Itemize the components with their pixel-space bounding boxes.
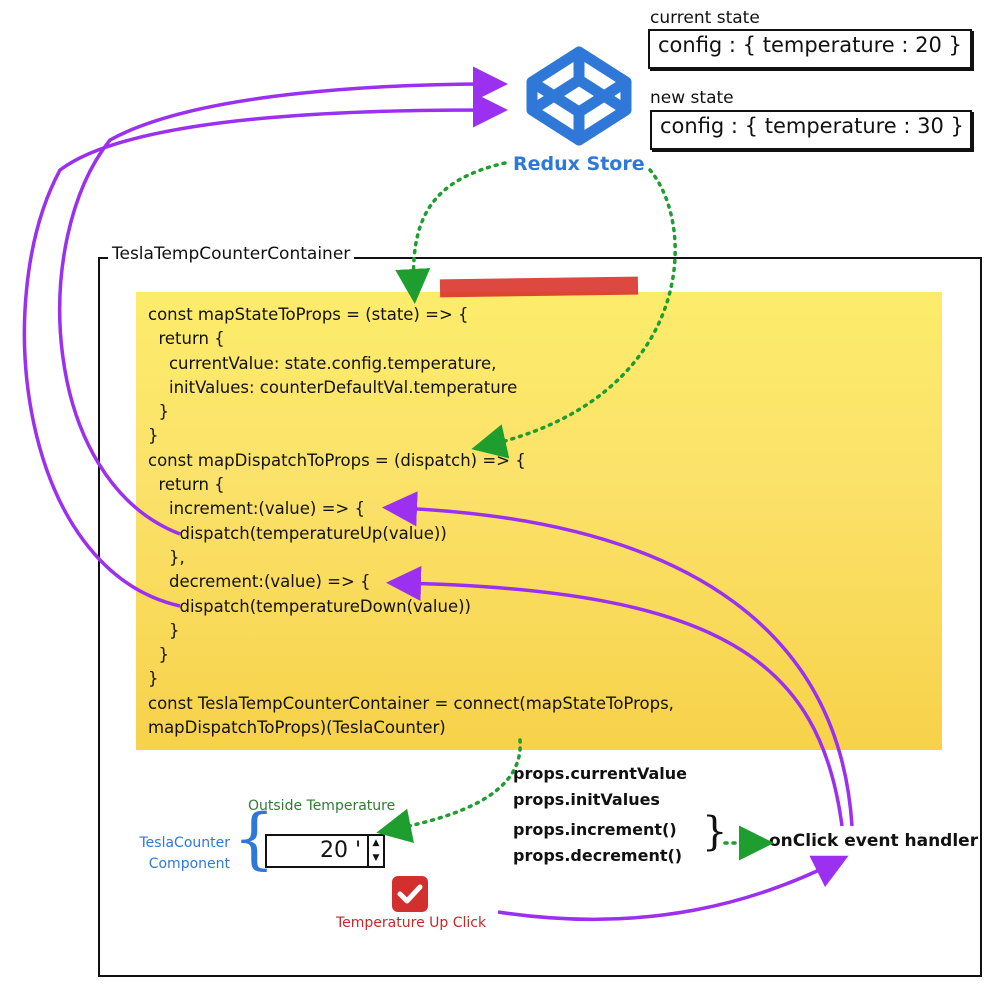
code-line: return { [148,475,225,495]
component-name-line1: TeslaCounter [139,835,231,851]
props-init-values: props.initValues [513,790,660,809]
code-line: } [148,645,169,665]
props-dispatch-list: props.increment() props.decrement() [513,817,682,869]
props-state-list: props.currentValue props.initValues [513,761,687,813]
handler-to-increment-arrow [382,491,854,827]
code-line: currentValue: state.config.temperature, [148,353,497,373]
current-state-box: config : { temperature : 20 } [648,29,972,69]
spinner-up-icon[interactable]: ▲ [372,838,380,848]
code-line: const mapStateToProps = (state) => { [148,305,469,324]
component-name-line2: Component [148,856,230,872]
code-line: const TeslaTempCounterContainer = connec… [148,693,674,713]
code-block: const mapStateToProps = (state) => { ret… [148,303,674,740]
props-current-value: props.currentValue [513,764,687,783]
props-increment: props.increment() [513,820,677,839]
store-to-dispatch-arrow [471,168,677,459]
container-frame [98,257,982,977]
code-line: const mapDispatchToProps = (dispatch) =>… [148,450,526,470]
container-title: TeslaTempCounterContainer [108,244,355,264]
code-line: } [148,402,169,422]
store-to-state-arrow [395,161,507,304]
props-brace: } [702,809,728,855]
onclick-handler-label: onClick event handler [769,831,979,851]
new-state-box: config : { temperature : 30 } [650,110,972,150]
code-line: } [148,669,159,689]
code-line: } [148,426,159,446]
code-line: dispatch(temperatureUp(value)) [148,523,447,543]
handler-to-decrement-arrow [386,565,844,827]
checkmark-icon [397,884,423,904]
decrement-dispatch-to-store-arrow [22,92,508,608]
props-decrement: props.decrement() [513,846,683,865]
current-state-label: current state [650,8,760,28]
code-line: initValues: counterDefaultVal.temperatur… [148,377,518,397]
outside-temperature-label: Outside Temperature [248,798,396,814]
click-to-handler-arrow [497,855,849,922]
new-state-label: new state [650,88,734,108]
code-line: } [148,620,180,640]
code-sticky-note [136,292,942,750]
code-line: increment:(value) => { [148,499,365,519]
spinner-up-down-icon[interactable]: ▲ ▼ [367,836,383,866]
increment-dispatch-to-store-arrow [58,66,508,536]
codepen-cube-icon [526,46,632,146]
temperature-up-click-label: Temperature Up Click [336,915,487,931]
code-line: mapDispatchToProps)(TeslaCounter) [148,718,446,738]
code-line: return { [148,329,225,349]
code-line: decrement:(value) => { [148,572,371,592]
code-line: }, [148,547,185,567]
connect-to-component-arrow [376,738,522,844]
code-line: dispatch(temperatureDown(value)) [148,596,471,616]
checkbox-checked-icon[interactable] [392,876,428,912]
redux-store-label: Redux Store [513,153,645,175]
temperature-spinner[interactable]: 20 ' ▲ ▼ [265,834,385,868]
tesla-counter-component-label: TeslaCounter Component [118,833,231,875]
spinner-value: 20 ' [319,838,361,863]
spinner-down-icon[interactable]: ▼ [372,853,380,863]
